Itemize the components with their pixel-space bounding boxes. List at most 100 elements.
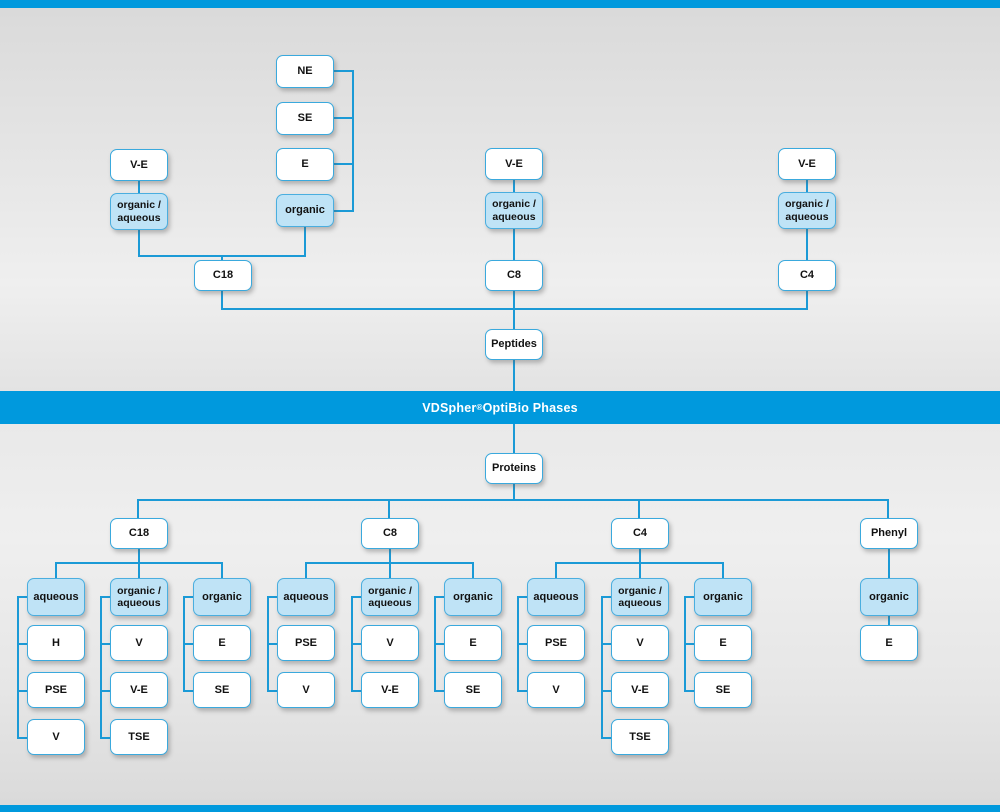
- proteins-c18-aqueous-item-pse[interactable]: PSE: [27, 672, 85, 708]
- bottom-accent-bar: [0, 805, 1000, 812]
- proteins-c18-aqueous-item-v[interactable]: V: [27, 719, 85, 755]
- registered-icon: ®: [476, 403, 483, 412]
- connector: [389, 562, 391, 578]
- connector: [555, 562, 557, 578]
- connector: [334, 163, 354, 165]
- peptides-c4-mode-organic-aqueous[interactable]: organic / aqueous: [778, 192, 836, 229]
- proteins-phenyl-organic-item-e[interactable]: E: [860, 625, 918, 661]
- proteins-phenyl-mode-organic[interactable]: organic: [860, 578, 918, 616]
- connector: [100, 737, 111, 739]
- peptides-c18-organic-item-se[interactable]: SE: [276, 102, 334, 135]
- proteins-c18-aqueous-item-h[interactable]: H: [27, 625, 85, 661]
- proteins-c18-oa-item-ve[interactable]: V-E: [110, 672, 168, 708]
- mode-line-1: organic /: [785, 198, 829, 211]
- mode-line-2: aqueous: [117, 211, 161, 224]
- connector: [434, 643, 445, 645]
- proteins-c8-organic-item-se[interactable]: SE: [444, 672, 502, 708]
- peptides-c18-mode-organic[interactable]: organic: [276, 194, 334, 227]
- connector: [601, 596, 612, 598]
- connector: [434, 596, 445, 598]
- connector: [138, 562, 140, 578]
- proteins-c18-mode-organic-aqueous[interactable]: organic / aqueous: [110, 578, 168, 616]
- mode-line-1: organic /: [618, 584, 662, 597]
- connector: [639, 562, 641, 578]
- proteins-c8-oa-item-ve[interactable]: V-E: [361, 672, 419, 708]
- connector: [351, 643, 362, 645]
- connector: [638, 499, 640, 518]
- proteins-c4-aqueous-item-pse[interactable]: PSE: [527, 625, 585, 661]
- connector: [389, 549, 391, 563]
- proteins-phase-c18[interactable]: C18: [110, 518, 168, 549]
- proteins-root[interactable]: Proteins: [485, 453, 543, 484]
- connector: [138, 230, 140, 256]
- mode-line-1: organic /: [368, 584, 412, 597]
- mode-line-1: organic /: [117, 584, 161, 597]
- proteins-c4-mode-aqueous[interactable]: aqueous: [527, 578, 585, 616]
- connector: [513, 360, 515, 391]
- connector: [513, 291, 515, 309]
- proteins-c18-organic-item-e[interactable]: E: [193, 625, 251, 661]
- peptides-c4-oa-item-ve[interactable]: V-E: [778, 148, 836, 180]
- proteins-phase-c8[interactable]: C8: [361, 518, 419, 549]
- connector: [100, 643, 111, 645]
- connector: [137, 499, 139, 518]
- proteins-c8-aqueous-item-v[interactable]: V: [277, 672, 335, 708]
- proteins-c4-mode-organic[interactable]: organic: [694, 578, 752, 616]
- proteins-phase-c4[interactable]: C4: [611, 518, 669, 549]
- peptides-c18-organic-item-ne[interactable]: NE: [276, 55, 334, 88]
- connector: [304, 227, 306, 256]
- proteins-c8-organic-item-e[interactable]: E: [444, 625, 502, 661]
- connector: [684, 690, 695, 692]
- proteins-c18-mode-aqueous[interactable]: aqueous: [27, 578, 85, 616]
- connector: [138, 549, 140, 563]
- peptides-phase-c18[interactable]: C18: [194, 260, 252, 291]
- connector: [17, 596, 28, 598]
- proteins-c8-mode-organic-aqueous[interactable]: organic / aqueous: [361, 578, 419, 616]
- connector: [517, 596, 528, 598]
- proteins-c4-organic-item-e[interactable]: E: [694, 625, 752, 661]
- peptides-root[interactable]: Peptides: [485, 329, 543, 360]
- proteins-c18-organic-item-se[interactable]: SE: [193, 672, 251, 708]
- connector: [601, 597, 603, 739]
- connector: [183, 596, 194, 598]
- proteins-c8-oa-item-v[interactable]: V: [361, 625, 419, 661]
- proteins-c8-aqueous-item-pse[interactable]: PSE: [277, 625, 335, 661]
- peptides-c18-mode-organic-aqueous[interactable]: organic / aqueous: [110, 193, 168, 230]
- peptides-c8-mode-organic-aqueous[interactable]: organic / aqueous: [485, 192, 543, 229]
- connector: [601, 643, 612, 645]
- connector: [351, 690, 362, 692]
- connector: [513, 424, 515, 453]
- connector: [100, 690, 111, 692]
- connector: [601, 737, 612, 739]
- proteins-c4-mode-organic-aqueous[interactable]: organic / aqueous: [611, 578, 669, 616]
- connector: [517, 690, 528, 692]
- proteins-c18-oa-item-v[interactable]: V: [110, 625, 168, 661]
- connector: [305, 562, 307, 578]
- peptides-phase-c8[interactable]: C8: [485, 260, 543, 291]
- proteins-c4-oa-item-ve[interactable]: V-E: [611, 672, 669, 708]
- peptides-c18-organic-item-e[interactable]: E: [276, 148, 334, 181]
- connector: [17, 690, 28, 692]
- mode-line-2: aqueous: [117, 597, 161, 609]
- proteins-c18-mode-organic[interactable]: organic: [193, 578, 251, 616]
- proteins-c4-oa-item-tse[interactable]: TSE: [611, 719, 669, 755]
- proteins-c8-mode-organic[interactable]: organic: [444, 578, 502, 616]
- proteins-phase-phenyl[interactable]: Phenyl: [860, 518, 918, 549]
- connector: [55, 562, 57, 578]
- peptides-c8-oa-item-ve[interactable]: V-E: [485, 148, 543, 180]
- connector: [722, 562, 724, 578]
- connector: [887, 499, 889, 518]
- top-accent-bar: [0, 0, 1000, 8]
- peptides-c18-oa-item-ve[interactable]: V-E: [110, 149, 168, 181]
- connector: [639, 549, 641, 563]
- proteins-c18-oa-item-tse[interactable]: TSE: [110, 719, 168, 755]
- connector: [513, 308, 515, 330]
- connector: [221, 291, 223, 309]
- connector: [334, 210, 354, 212]
- connector: [684, 596, 695, 598]
- proteins-c4-oa-item-v[interactable]: V: [611, 625, 669, 661]
- proteins-c4-organic-item-se[interactable]: SE: [694, 672, 752, 708]
- proteins-c4-aqueous-item-v[interactable]: V: [527, 672, 585, 708]
- peptides-phase-c4[interactable]: C4: [778, 260, 836, 291]
- proteins-c8-mode-aqueous[interactable]: aqueous: [277, 578, 335, 616]
